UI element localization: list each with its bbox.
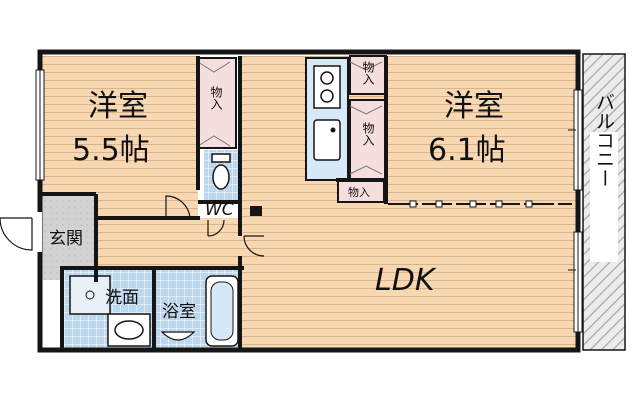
ldk-floor — [240, 56, 576, 348]
bathroom-label: 浴室 — [162, 302, 196, 322]
cooktop — [313, 65, 341, 109]
entrance-label: 玄関 — [49, 229, 83, 249]
closet-label-mid-right: 物入 — [361, 122, 375, 146]
room-left-floor — [40, 56, 198, 218]
balcony-label: バルコニー — [593, 93, 615, 188]
drain-icon — [85, 290, 95, 300]
door-swings — [0, 195, 265, 262]
faucet-icon — [330, 127, 336, 133]
closet-label-top-right: 物入 — [361, 61, 375, 85]
closet-top-right — [349, 55, 387, 95]
shower-basin-icon — [160, 331, 196, 341]
ldk-label: LDK — [375, 263, 437, 298]
room-name-left: 洋室 — [88, 89, 148, 124]
front-door-opening — [34, 212, 42, 252]
room-size-right: 6.1帖 — [428, 133, 506, 168]
basin-icon — [114, 320, 144, 340]
balcony-label-bg — [590, 132, 618, 262]
toilet-bowl-icon — [212, 164, 230, 190]
interior-walls — [40, 56, 388, 350]
bathtub-inner — [210, 281, 234, 341]
windows — [35, 69, 583, 333]
room-name-right: 洋室 — [444, 89, 504, 124]
room-size-left: 5.5帖 — [72, 133, 150, 168]
toilet-label: WC — [205, 200, 234, 220]
burner-icon — [320, 89, 334, 103]
hall-floor — [96, 218, 240, 268]
washroom-label: 洗面 — [105, 288, 139, 308]
toilet-tank — [211, 153, 231, 163]
washing-machine-pan — [69, 275, 111, 315]
closet-left — [197, 57, 237, 149]
burner-icon — [320, 71, 334, 85]
closet-label-small: 物入 — [348, 185, 370, 199]
closet-label-left: 物入 — [209, 86, 223, 110]
sink — [313, 119, 341, 161]
entrance-floor — [40, 194, 96, 280]
